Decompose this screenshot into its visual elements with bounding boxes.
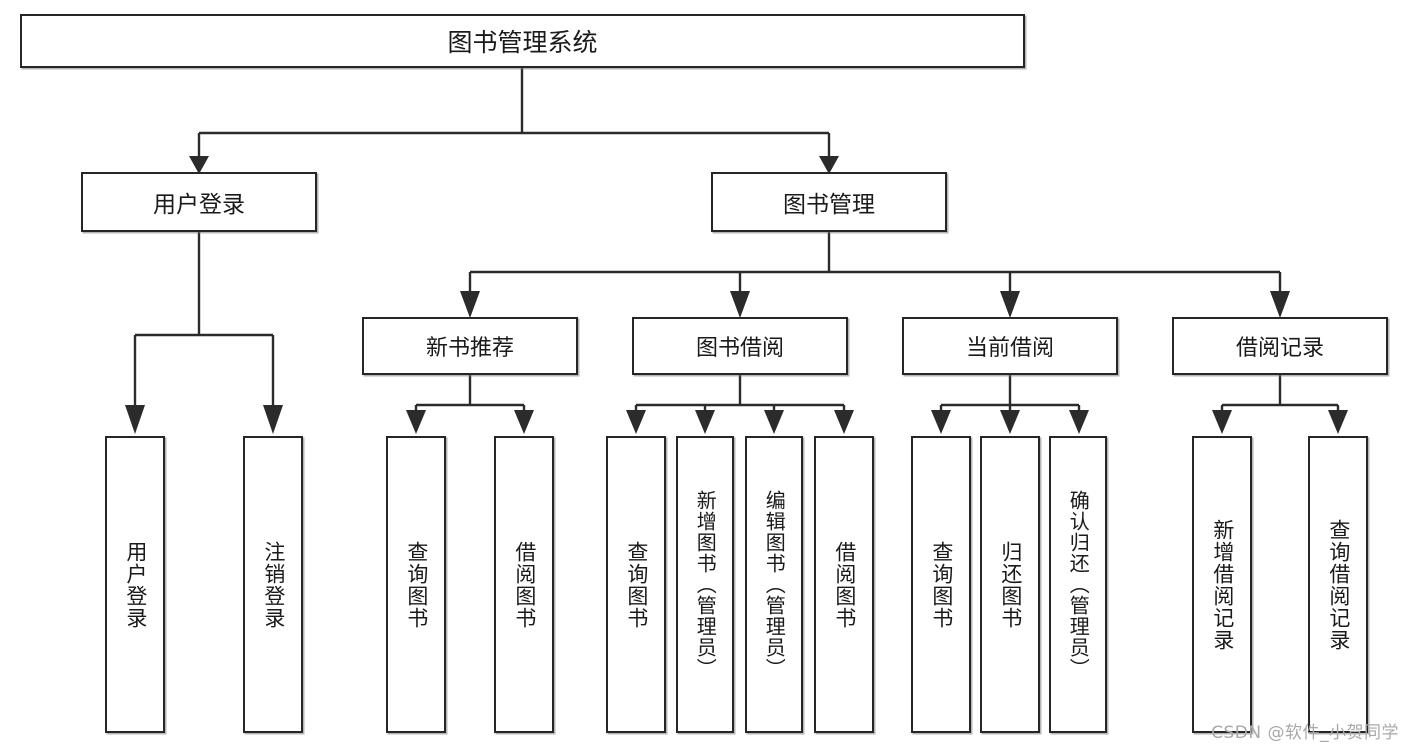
arrowhead-br — [1270, 291, 1290, 318]
node-new-book-recommend-label: 新书推荐 — [425, 336, 514, 361]
leaf-label: 用户登录 — [123, 540, 148, 629]
leaf-label: 查询图书 — [404, 540, 429, 629]
leaf-label: 查询借阅记录 — [1326, 518, 1351, 651]
leaf-nbr-borrow-book[interactable]: 借阅图书 — [494, 436, 554, 733]
leaf-user-login-logout[interactable]: 注销登录 — [243, 436, 303, 733]
leaf-label: 借阅图书 — [832, 540, 857, 629]
leaf-label: 编辑图书（管理员） — [762, 490, 787, 679]
arrowhead-ul-leaf1 — [125, 405, 145, 434]
node-book-borrow-label: 图书借阅 — [695, 336, 784, 361]
node-root-label: 图书管理系统 — [447, 28, 598, 57]
node-root[interactable]: 图书管理系统 — [20, 14, 1025, 68]
node-current-borrow[interactable]: 当前借阅 — [902, 317, 1118, 375]
node-book-manage-label: 图书管理 — [783, 192, 875, 218]
leaf-user-login-login[interactable]: 用户登录 — [105, 436, 165, 733]
arrowhead-cb-leaf1 — [931, 410, 951, 434]
arrowhead-bb-leaf3 — [764, 410, 784, 434]
arrowhead-nbr-leaf1 — [406, 410, 426, 434]
node-new-book-recommend[interactable]: 新书推荐 — [362, 317, 578, 375]
node-user-login[interactable]: 用户登录 — [81, 172, 317, 232]
leaf-br-query-record[interactable]: 查询借阅记录 — [1308, 436, 1368, 733]
arrowhead-cb-leaf3 — [1069, 410, 1089, 434]
leaf-cb-query-book[interactable]: 查询图书 — [911, 436, 971, 733]
arrowhead-cb-leaf2 — [1000, 410, 1020, 434]
leaf-label: 借阅图书 — [512, 540, 537, 629]
leaf-label: 查询图书 — [929, 540, 954, 629]
arrowhead-ul-leaf2 — [263, 405, 283, 434]
node-borrow-record-label: 借阅记录 — [1235, 336, 1324, 361]
leaf-cb-confirm-return-admin[interactable]: 确认归还（管理员） — [1049, 436, 1107, 733]
leaf-bb-edit-book-admin[interactable]: 编辑图书（管理员） — [745, 436, 803, 733]
arrowhead-br-leaf1 — [1212, 410, 1232, 434]
arrowhead-bb — [730, 291, 750, 318]
leaf-bb-borrow-book[interactable]: 借阅图书 — [814, 436, 874, 733]
leaf-label: 查询图书 — [624, 540, 649, 629]
arrowhead-br-leaf2 — [1328, 410, 1348, 434]
leaf-br-add-record[interactable]: 新增借阅记录 — [1192, 436, 1252, 733]
leaf-label: 归还图书 — [998, 540, 1023, 629]
node-current-borrow-label: 当前借阅 — [965, 336, 1054, 361]
leaf-bb-add-book-admin[interactable]: 新增图书（管理员） — [676, 436, 734, 733]
leaf-label: 注销登录 — [261, 540, 286, 629]
leaf-cb-return-book[interactable]: 归还图书 — [980, 436, 1040, 733]
arrowhead-cb — [1000, 291, 1020, 318]
arrowhead-bb-leaf1 — [626, 410, 646, 434]
node-book-manage[interactable]: 图书管理 — [711, 172, 947, 232]
arrowhead-bb-leaf4 — [834, 410, 854, 434]
arrowhead-nbr-leaf2 — [514, 410, 534, 434]
leaf-nbr-query-book[interactable]: 查询图书 — [386, 436, 446, 733]
arrowhead-nbr — [460, 291, 480, 318]
node-user-login-label: 用户登录 — [153, 192, 245, 218]
leaf-bb-query-book[interactable]: 查询图书 — [606, 436, 666, 733]
node-borrow-record[interactable]: 借阅记录 — [1172, 317, 1388, 375]
watermark-text: CSDN @软件_小贺同学 — [1211, 723, 1399, 743]
leaf-label: 确认归还（管理员） — [1066, 490, 1091, 679]
node-book-borrow[interactable]: 图书借阅 — [632, 317, 848, 375]
leaf-label: 新增借阅记录 — [1210, 518, 1235, 651]
arrowhead-bb-leaf2 — [695, 410, 715, 434]
leaf-label: 新增图书（管理员） — [693, 490, 718, 679]
